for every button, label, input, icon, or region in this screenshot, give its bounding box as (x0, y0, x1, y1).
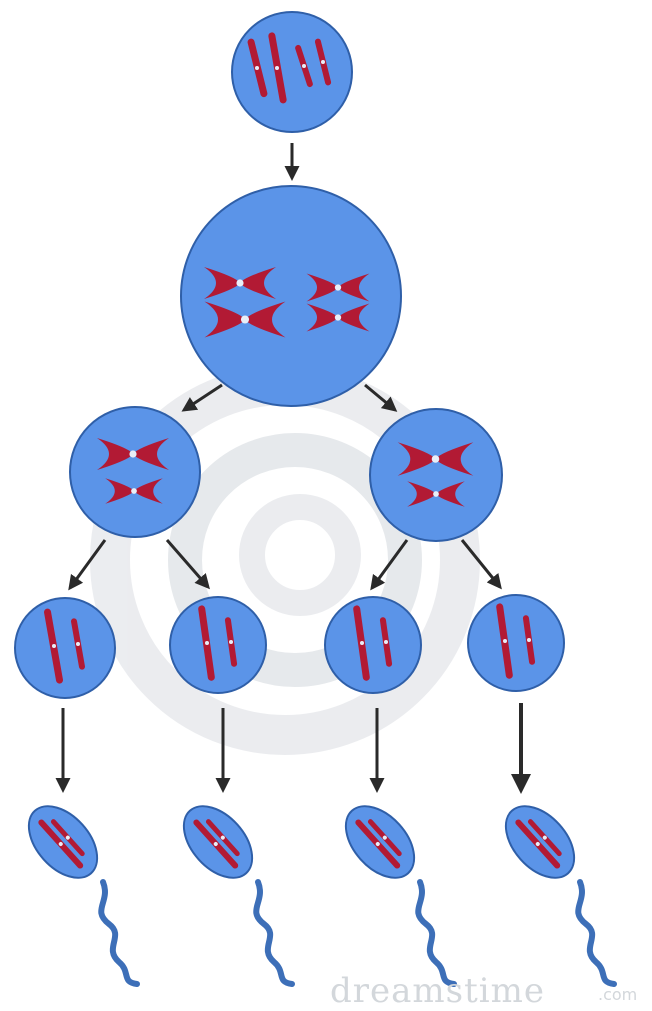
sperm-cells (27, 805, 617, 987)
arrow-down-left-icon (370, 539, 409, 591)
haploid-cells (14, 594, 565, 699)
haploid-cell (14, 597, 116, 699)
haploid-cell (169, 596, 267, 694)
arrow-down-right-icon (165, 539, 210, 590)
sperm-cell (27, 805, 140, 987)
haploid-cell (467, 594, 565, 692)
arrow-down-right-icon (460, 539, 502, 590)
arrow-down-left-icon (181, 383, 223, 412)
arrow-down-right-icon (364, 383, 398, 412)
sperm-cell (504, 805, 617, 987)
haploid-cell (324, 596, 422, 694)
primary-cell (180, 185, 402, 407)
secondary-cell-right (369, 408, 503, 542)
arrow-down-left-icon (68, 539, 107, 591)
arrows (55, 143, 531, 794)
parent-cell (231, 11, 353, 133)
watermark-text: dreamstime (330, 971, 545, 1011)
secondary-cell-left (69, 406, 201, 538)
sperm-cell (344, 805, 457, 987)
sperm-cell (182, 805, 295, 987)
watermark-suffix: .com (598, 985, 637, 1004)
